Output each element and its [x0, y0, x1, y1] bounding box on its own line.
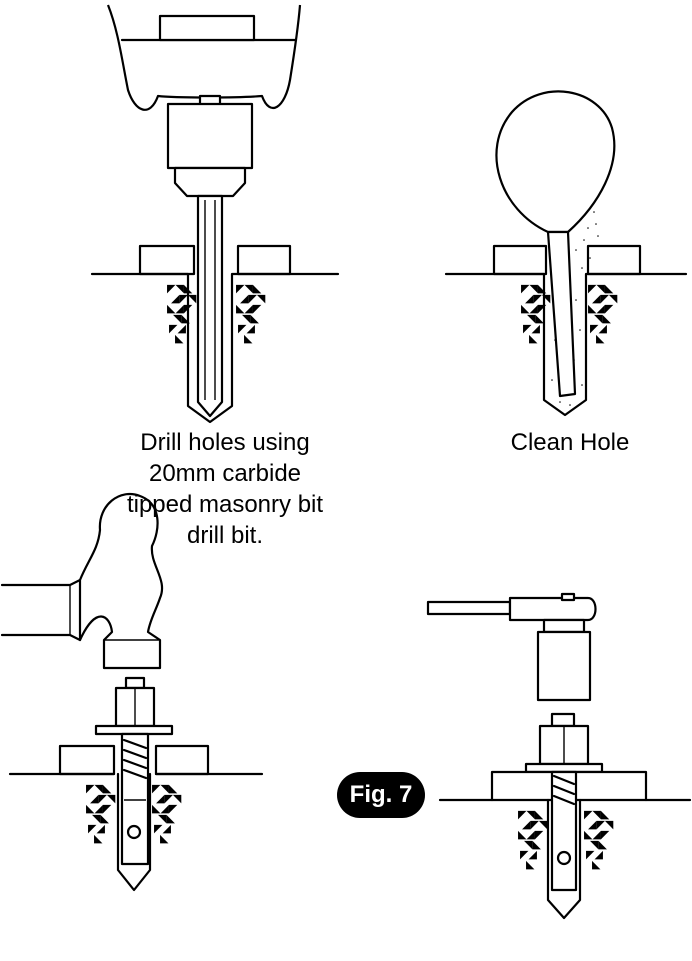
- drill-caption-line-3: tipped masonry bit: [126, 491, 324, 518]
- clean-caption-text: Clean Hole: [510, 429, 630, 456]
- drill-illustration: [90, 4, 340, 424]
- clean-hole-caption: Clean Hole: [470, 427, 670, 458]
- blower-illustration: [444, 90, 688, 417]
- drill-caption-line-4: drill bit.: [186, 522, 264, 549]
- drill-caption-line-1: Drill holes using: [140, 429, 310, 456]
- figure-badge: Fig. 7: [337, 772, 425, 818]
- drill-caption-line-2: 20mm carbide: [148, 460, 302, 487]
- wrench-illustration: [426, 592, 692, 920]
- drill-caption: Drill holes using 20mm carbide tipped ma…: [110, 427, 340, 551]
- hammer-illustration: [0, 493, 264, 892]
